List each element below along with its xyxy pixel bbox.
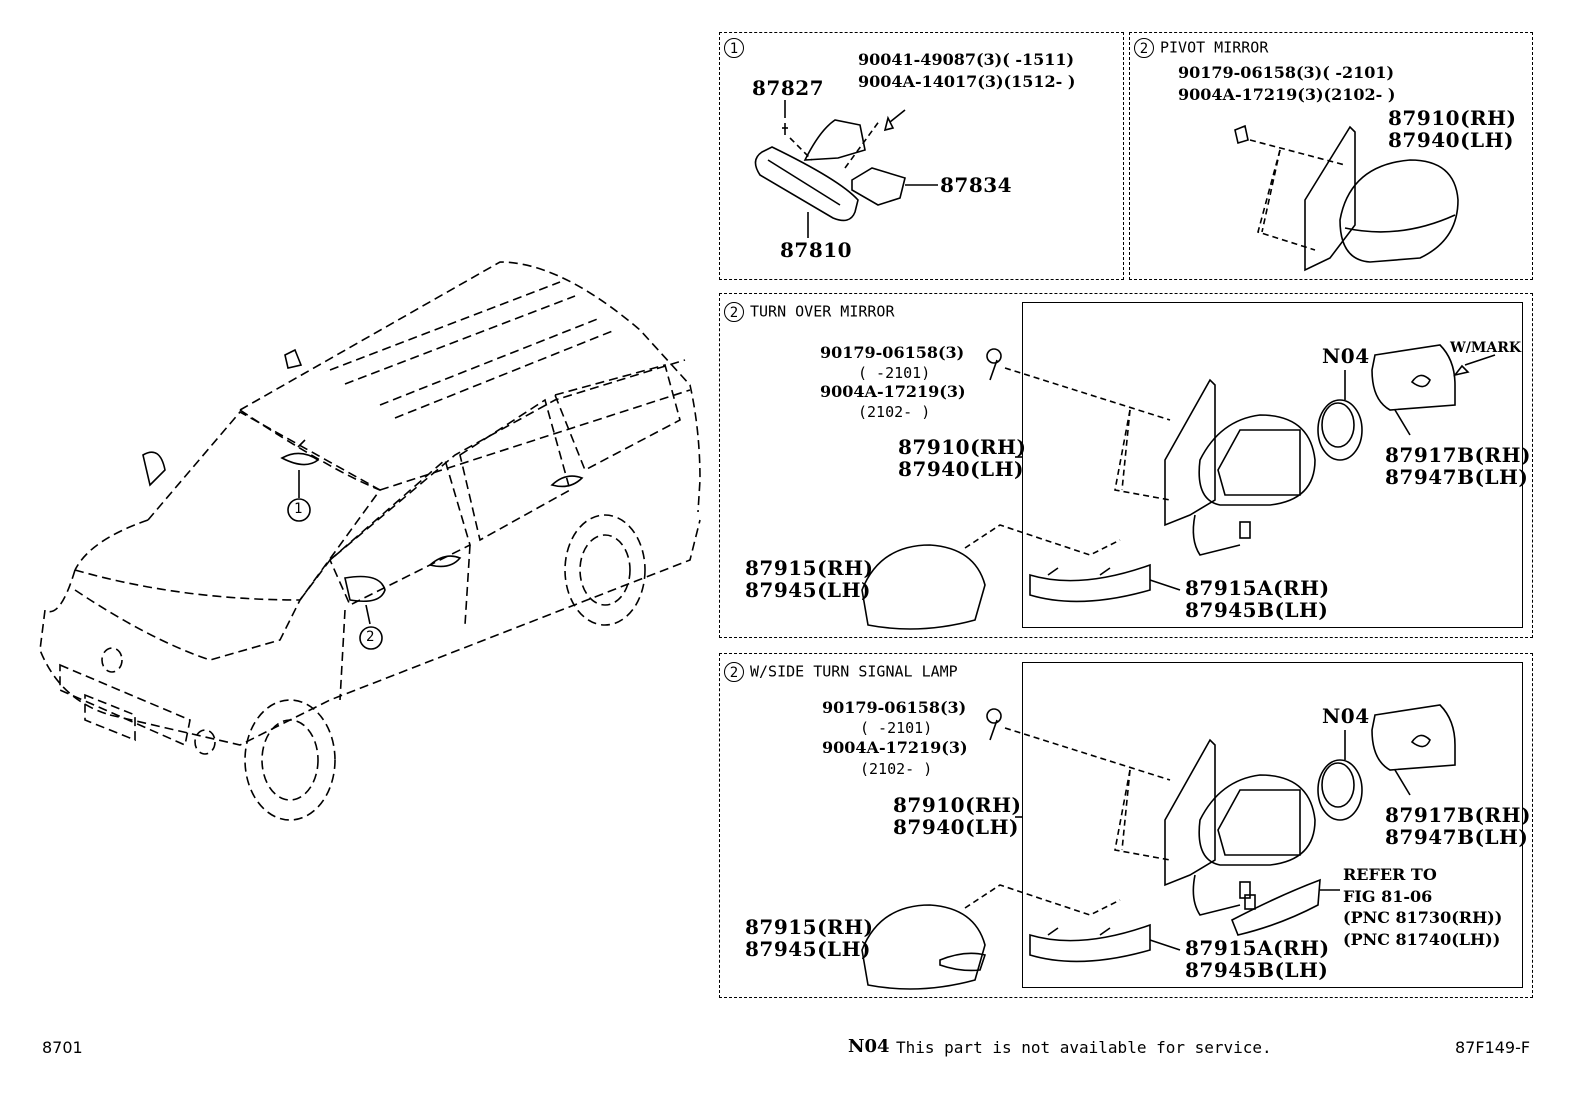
vehicle-solid-details: [142, 439, 584, 625]
panel4-bolt-b-range: (2102- ): [860, 760, 933, 778]
panel-turn-over-mirror: [719, 293, 1533, 638]
panel4-refer-3: (PNC 81730(RH)): [1343, 908, 1503, 927]
part-87810: 87810: [780, 238, 853, 262]
panel4-refer-2: FIG 81-06: [1343, 887, 1433, 906]
panel2-bolt-b: 9004A-17219(3)(2102- ): [1178, 85, 1396, 104]
panel-pivot-mirror: [1129, 32, 1533, 280]
panel3-cover-lh: 87945(LH): [745, 578, 871, 602]
panel-side-turn-signal: [719, 653, 1533, 998]
footer-n04: N04: [848, 1036, 890, 1057]
panel3-glass-rh: 87917B(RH): [1385, 443, 1531, 467]
panel3-glass-lh: 87947B(LH): [1385, 465, 1529, 489]
panel4-cover-lh: 87945(LH): [745, 937, 871, 961]
panel4-lower-lh: 87945B(LH): [1185, 958, 1329, 982]
panel3-n04: N04: [1322, 344, 1370, 368]
panel2-lh: 87940(LH): [1388, 128, 1514, 152]
figure-id-left: 8701: [42, 1038, 83, 1057]
panel4-mirror-rh: 87910(RH): [893, 793, 1022, 817]
panel3-mirror-lh: 87940(LH): [898, 457, 1024, 481]
panel4-refer-4: (PNC 81740(LH)): [1343, 930, 1501, 949]
panel4-cover-rh: 87915(RH): [745, 915, 874, 939]
panel3-cover-rh: 87915(RH): [745, 556, 874, 580]
panel4-refer-1: REFER TO: [1343, 865, 1437, 884]
panel4-bolt-a: 90179-06158(3): [822, 698, 967, 717]
panel4-n04: N04: [1322, 704, 1370, 728]
panel4-lower-rh: 87915A(RH): [1185, 936, 1330, 960]
side-turn-signal-mirror-drawing: [861, 704, 1456, 990]
panel-inner-mirror: [719, 32, 1124, 280]
panel3-bolt-b-range: (2102- ): [858, 403, 931, 421]
panel3-wmark: W/MARK: [1450, 340, 1521, 356]
panel4-glass-rh: 87917B(RH): [1385, 803, 1531, 827]
panel2-bolt-a: 90179-06158(3)( -2101): [1178, 63, 1395, 82]
turn-over-mirror-drawing: [284, 344, 1496, 630]
figure-id-right: 87F149-F: [1455, 1038, 1531, 1057]
panel4-mirror-lh: 87940(LH): [893, 815, 1019, 839]
panel3-bolt-a-range: ( -2101): [858, 364, 931, 382]
pivot-mirror-drawing: [1234, 124, 1459, 272]
panel3-detail-box: [1022, 302, 1523, 628]
panel2-rh: 87910(RH): [1388, 106, 1517, 130]
panel3-bolt-a: 90179-06158(3): [820, 343, 965, 362]
vehicle-drawing: [39, 261, 701, 821]
panel4-detail-box: [1022, 662, 1523, 988]
footer-note: This part is not available for service.: [896, 1038, 1272, 1057]
panel3-lower-rh: 87915A(RH): [1185, 576, 1330, 600]
panel3-lower-lh: 87945B(LH): [1185, 598, 1329, 622]
car-callout-1: 1: [294, 501, 303, 517]
panel1-bolt-b: 9004A-14017(3)(1512- ): [858, 72, 1076, 91]
part-87827: 87827: [752, 76, 825, 100]
panel4-bolt-b: 9004A-17219(3): [822, 738, 968, 757]
panel3-bolt-b: 9004A-17219(3): [820, 382, 966, 401]
car-callout-2: 2: [366, 629, 375, 645]
callout-1-circle: [287, 498, 311, 522]
panel1-number: 1: [724, 38, 750, 58]
part-87834: 87834: [940, 173, 1013, 197]
bolt-icons: [986, 348, 1002, 724]
callout-2-circle: [359, 626, 383, 650]
panel4-bolt-a-range: ( -2101): [860, 719, 933, 737]
panel4-glass-lh: 87947B(LH): [1385, 825, 1529, 849]
panel1-bolt-a: 90041-49087(3)( -1511): [858, 50, 1075, 69]
panel3-mirror-rh: 87910(RH): [898, 435, 1027, 459]
